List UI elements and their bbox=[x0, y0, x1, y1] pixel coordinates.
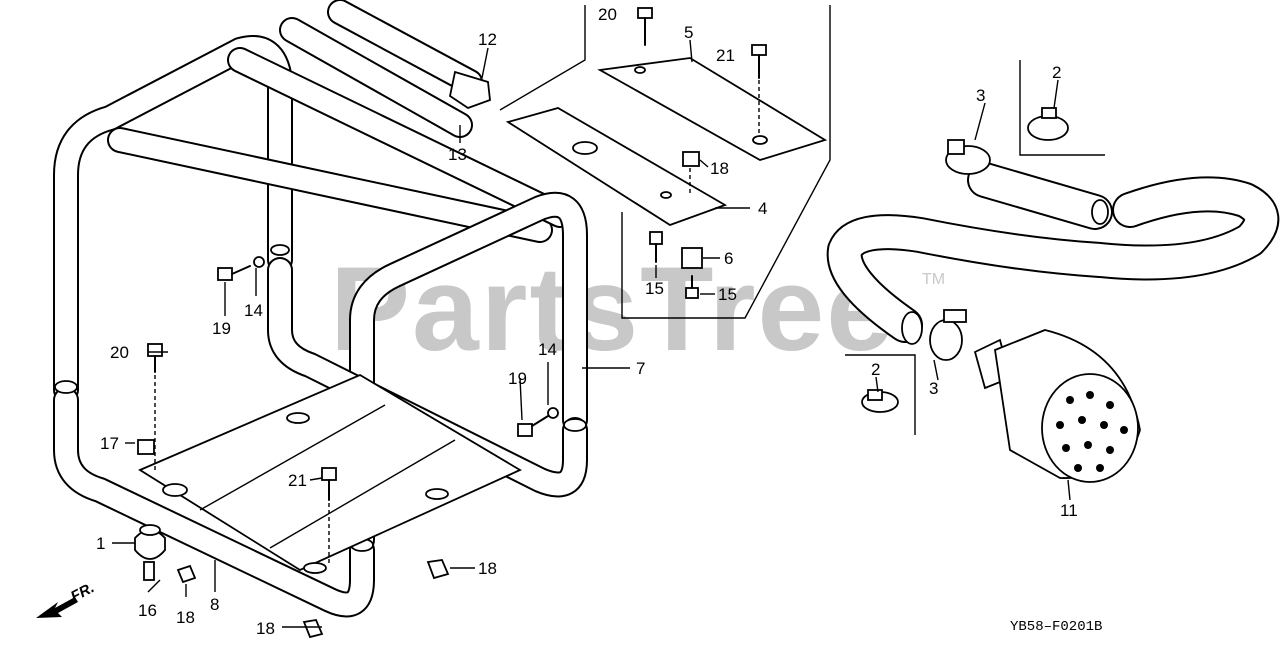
callout-14-left: 14 bbox=[244, 301, 263, 320]
callout-16: 16 bbox=[138, 601, 157, 620]
nut-18-top bbox=[682, 151, 700, 195]
leader-lines bbox=[112, 39, 1071, 628]
trademark-mark: TM bbox=[922, 271, 945, 288]
callout-2-upper: 2 bbox=[1052, 63, 1061, 82]
clip-6 bbox=[681, 247, 703, 269]
callout-17: 17 bbox=[100, 434, 119, 453]
rubber-mount bbox=[134, 524, 166, 581]
front-direction-arrow bbox=[36, 597, 78, 618]
bolt-19-right bbox=[517, 407, 559, 437]
callout-8: 8 bbox=[210, 595, 219, 614]
callout-3-lower: 3 bbox=[929, 379, 938, 398]
callout-15-a: 15 bbox=[645, 279, 664, 298]
bolt-20-left bbox=[147, 343, 163, 470]
callout-3-upper: 3 bbox=[976, 86, 985, 105]
callout-18-right: 18 bbox=[478, 559, 497, 578]
callout-20-top: 20 bbox=[598, 5, 617, 24]
callout-6: 6 bbox=[724, 249, 733, 268]
callout-12: 12 bbox=[478, 30, 497, 49]
callout-19-left: 19 bbox=[212, 319, 231, 338]
nut-18-a bbox=[176, 564, 197, 584]
callout-15-b: 15 bbox=[718, 285, 737, 304]
hose-clamp-upper bbox=[945, 139, 991, 175]
callout-1: 1 bbox=[96, 534, 105, 553]
bolt-20-top bbox=[637, 7, 653, 46]
callout-19-right: 19 bbox=[508, 369, 527, 388]
nut-18-c bbox=[302, 618, 324, 639]
callout-21-bottom: 21 bbox=[288, 471, 307, 490]
bolt-15-b bbox=[685, 275, 699, 299]
callout-18-bottom: 18 bbox=[256, 619, 275, 638]
nut-18-b bbox=[426, 559, 450, 580]
bolt-19-left bbox=[217, 256, 265, 281]
bolt-21-bottom bbox=[321, 467, 337, 565]
mounting-brackets bbox=[505, 57, 828, 226]
rod bbox=[279, 17, 473, 138]
diagram-code: YB58–F0201B bbox=[1010, 619, 1102, 635]
callout-14-right: 14 bbox=[538, 340, 557, 359]
callout-5: 5 bbox=[684, 23, 693, 42]
inset-bracket-upper bbox=[1019, 60, 1105, 156]
hose-clamp-right bbox=[1027, 107, 1069, 141]
group-outline bbox=[499, 5, 586, 111]
handle-tube bbox=[327, 0, 491, 110]
callout-13: 13 bbox=[448, 145, 467, 164]
suction-hose bbox=[826, 162, 1280, 345]
callout-7: 7 bbox=[636, 359, 645, 378]
callout-4: 4 bbox=[758, 199, 767, 218]
strainer bbox=[973, 329, 1141, 483]
nut-17 bbox=[137, 439, 155, 455]
inset-bracket-lower bbox=[845, 354, 916, 435]
callout-21-top: 21 bbox=[716, 46, 735, 65]
callout-18-bottom-left: 18 bbox=[176, 608, 195, 627]
callout-11: 11 bbox=[1060, 501, 1078, 520]
group-outline-2 bbox=[621, 5, 831, 319]
callout-2-lower: 2 bbox=[871, 360, 880, 379]
callout-18-top: 18 bbox=[710, 159, 729, 178]
hose-clamp-small bbox=[861, 389, 899, 413]
callouts: 1 2 2 3 3 4 5 6 7 8 11 12 13 14 14 15 15… bbox=[96, 5, 1078, 638]
hose-clamp-lower bbox=[929, 309, 967, 361]
callout-20-left: 20 bbox=[110, 343, 129, 362]
bolt-21-top bbox=[751, 44, 767, 135]
bolt-15-a bbox=[649, 231, 663, 263]
